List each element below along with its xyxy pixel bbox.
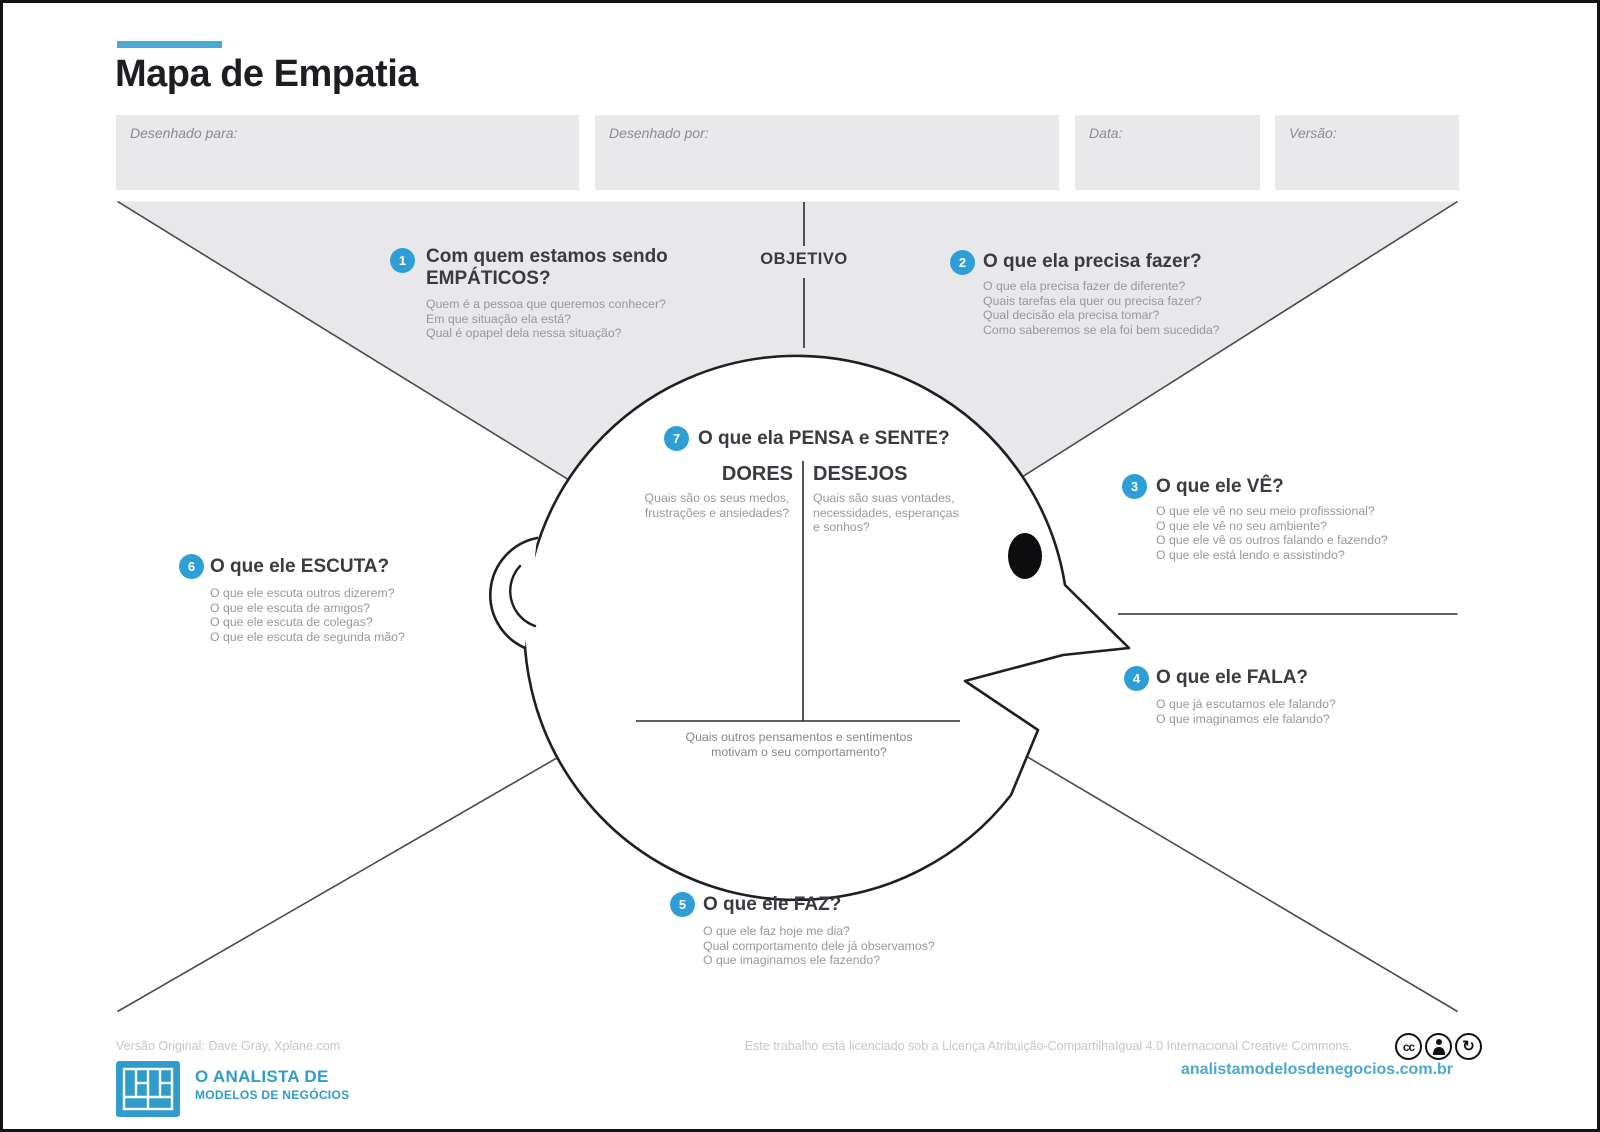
- question-line: Como saberemos se ela foi bem sucedida?: [983, 322, 1220, 337]
- question-line: necessidades, esperanças: [813, 505, 959, 520]
- section-1-questions: Quem é a pessoa que queremos conhecer? E…: [426, 297, 666, 341]
- question-line: Qual decisão ela precisa tomar?: [983, 308, 1160, 322]
- question-line: frustrações e ansiedades?: [644, 505, 790, 520]
- section-3-questions: O que ele vê no seu meio profisssional? …: [1156, 504, 1388, 562]
- by-person-icon[interactable]: [1425, 1033, 1452, 1060]
- section-7-title: O que ela PENSA e SENTE?: [698, 428, 950, 449]
- section-2-questions: O que ela precisa fazer de diferente? Qu…: [983, 279, 1220, 337]
- question-line: O que ele escuta de colegas?: [210, 615, 373, 629]
- question-line: O que já escutamos ele falando?: [1156, 697, 1336, 711]
- field-label: Desenhado para:: [130, 125, 238, 141]
- original-credit: Versão Original: Dave Gray, Xplane.com: [116, 1039, 341, 1053]
- cc-icon[interactable]: cc: [1395, 1033, 1422, 1060]
- logo-text-line1: O ANALISTA DE: [195, 1067, 329, 1086]
- section-3-title: O que ele VÊ?: [1156, 476, 1284, 497]
- section-7-badge: 7: [664, 426, 689, 451]
- head-bottom-question: Quais outros pensamentos e sentimentos m…: [599, 730, 999, 759]
- question-line: O que ele está lendo e assistindo?: [1156, 547, 1345, 562]
- question-line: Em que situação ela está?: [426, 311, 571, 326]
- section-4-questions: O que já escutamos ele falando? O que im…: [1156, 697, 1336, 726]
- section-5-badge: 5: [670, 892, 695, 917]
- desejos-heading: DESEJOS: [813, 463, 908, 485]
- section-1-title-line2: EMPÁTICOS?: [426, 268, 551, 289]
- question-line: Qual comportamento dele já observamos?: [703, 938, 935, 953]
- creative-commons-icons: cc ↻: [1395, 1033, 1482, 1060]
- section-4-badge: 4: [1124, 666, 1149, 691]
- dores-heading: DORES: [721, 463, 793, 485]
- section-2-badge: 2: [950, 250, 975, 275]
- section-6-questions: O que ele escuta outros dizerem? O que e…: [210, 586, 405, 644]
- dores-questions: Quais são os seus medos, frustrações e a…: [641, 491, 793, 520]
- question-line: motivam o seu comportamento?: [711, 744, 887, 759]
- section-1-title: Com quem estamos sendo EMPÁTICOS?: [426, 246, 668, 290]
- question-line: O que ele escuta outros dizerem?: [210, 586, 395, 600]
- question-line: O que imaginamos ele falando?: [1156, 711, 1330, 726]
- field-desenhado-para[interactable]: Desenhado para:: [116, 115, 579, 190]
- cc-icon-label: cc: [1402, 1039, 1415, 1054]
- field-label: Data:: [1089, 125, 1123, 141]
- section-5-title: O que ele FAZ?: [703, 894, 842, 915]
- business-model-canvas-glyph: [122, 1067, 174, 1111]
- section-6-badge: 6: [179, 554, 204, 579]
- empathy-map-figure: [117, 200, 1458, 1013]
- sa-arrow-icon[interactable]: ↻: [1455, 1033, 1482, 1060]
- field-label: Versão:: [1289, 125, 1337, 141]
- question-line: O que ele vê os outros falando e fazendo…: [1156, 533, 1388, 547]
- analista-logo-icon[interactable]: [116, 1061, 180, 1117]
- page-title: Mapa de Empatia: [115, 53, 418, 95]
- section-4-title: O que ele FALA?: [1156, 667, 1309, 688]
- question-line: O que ele faz hoje me dia?: [703, 924, 850, 938]
- question-line: O que ela precisa fazer de diferente?: [983, 279, 1186, 293]
- question-line: Qual é opapel dela nessa situação?: [426, 326, 622, 340]
- question-line: O que ele escuta de segunda mão?: [210, 629, 405, 644]
- question-line: O que ele escuta de amigos?: [210, 600, 370, 615]
- question-line: Quais tarefas ela quer ou precisa fazer?: [983, 293, 1202, 308]
- title-accent-bar: [117, 41, 222, 48]
- question-line: Quais outros pensamentos e sentimentos: [685, 730, 913, 744]
- objective-label: OBJETIVO: [760, 250, 848, 268]
- question-line: O que ele vê no seu ambiente?: [1156, 518, 1327, 533]
- question-line: O que ele vê no seu meio profisssional?: [1156, 504, 1375, 518]
- section-5-questions: O que ele faz hoje me dia? Qual comporta…: [703, 924, 935, 968]
- section-3-badge: 3: [1122, 474, 1147, 499]
- field-label: Desenhado por:: [609, 125, 709, 141]
- field-desenhado-por[interactable]: Desenhado por:: [595, 115, 1059, 190]
- desejos-questions: Quais são suas vontades, necessidades, e…: [813, 491, 959, 535]
- section-2-title: O que ela precisa fazer?: [983, 251, 1202, 272]
- ear-inner: [509, 564, 537, 628]
- question-line: Quem é a pessoa que queremos conhecer?: [426, 297, 666, 311]
- section-1-badge: 1: [390, 248, 415, 273]
- question-line: Quais são os seus medos,: [644, 491, 790, 505]
- question-line: e sonhos?: [813, 520, 870, 534]
- section-6-title: O que ele ESCUTA?: [210, 556, 390, 577]
- person-glyph: [1432, 1038, 1445, 1055]
- logo-text-line2: MODELOS DE NEGÓCIOS: [195, 1088, 350, 1102]
- empathy-map-diagram: OBJETIVO 1 Com quem estamos sendo EMPÁTI…: [116, 200, 1459, 1013]
- section-1-title-line1: Com quem estamos sendo: [426, 246, 668, 267]
- sa-icon-glyph: ↻: [1462, 1038, 1475, 1055]
- field-data[interactable]: Data:: [1075, 115, 1260, 190]
- field-versao[interactable]: Versão:: [1275, 115, 1459, 190]
- question-line: O que imaginamos ele fazendo?: [703, 953, 881, 967]
- question-line: Quais são suas vontades,: [813, 491, 955, 505]
- website-link[interactable]: analistamodelosdenegocios.com.br: [1180, 1061, 1453, 1078]
- eye: [1008, 533, 1042, 579]
- license-text: Este trabalho está licenciado sob a Lice…: [744, 1039, 1352, 1053]
